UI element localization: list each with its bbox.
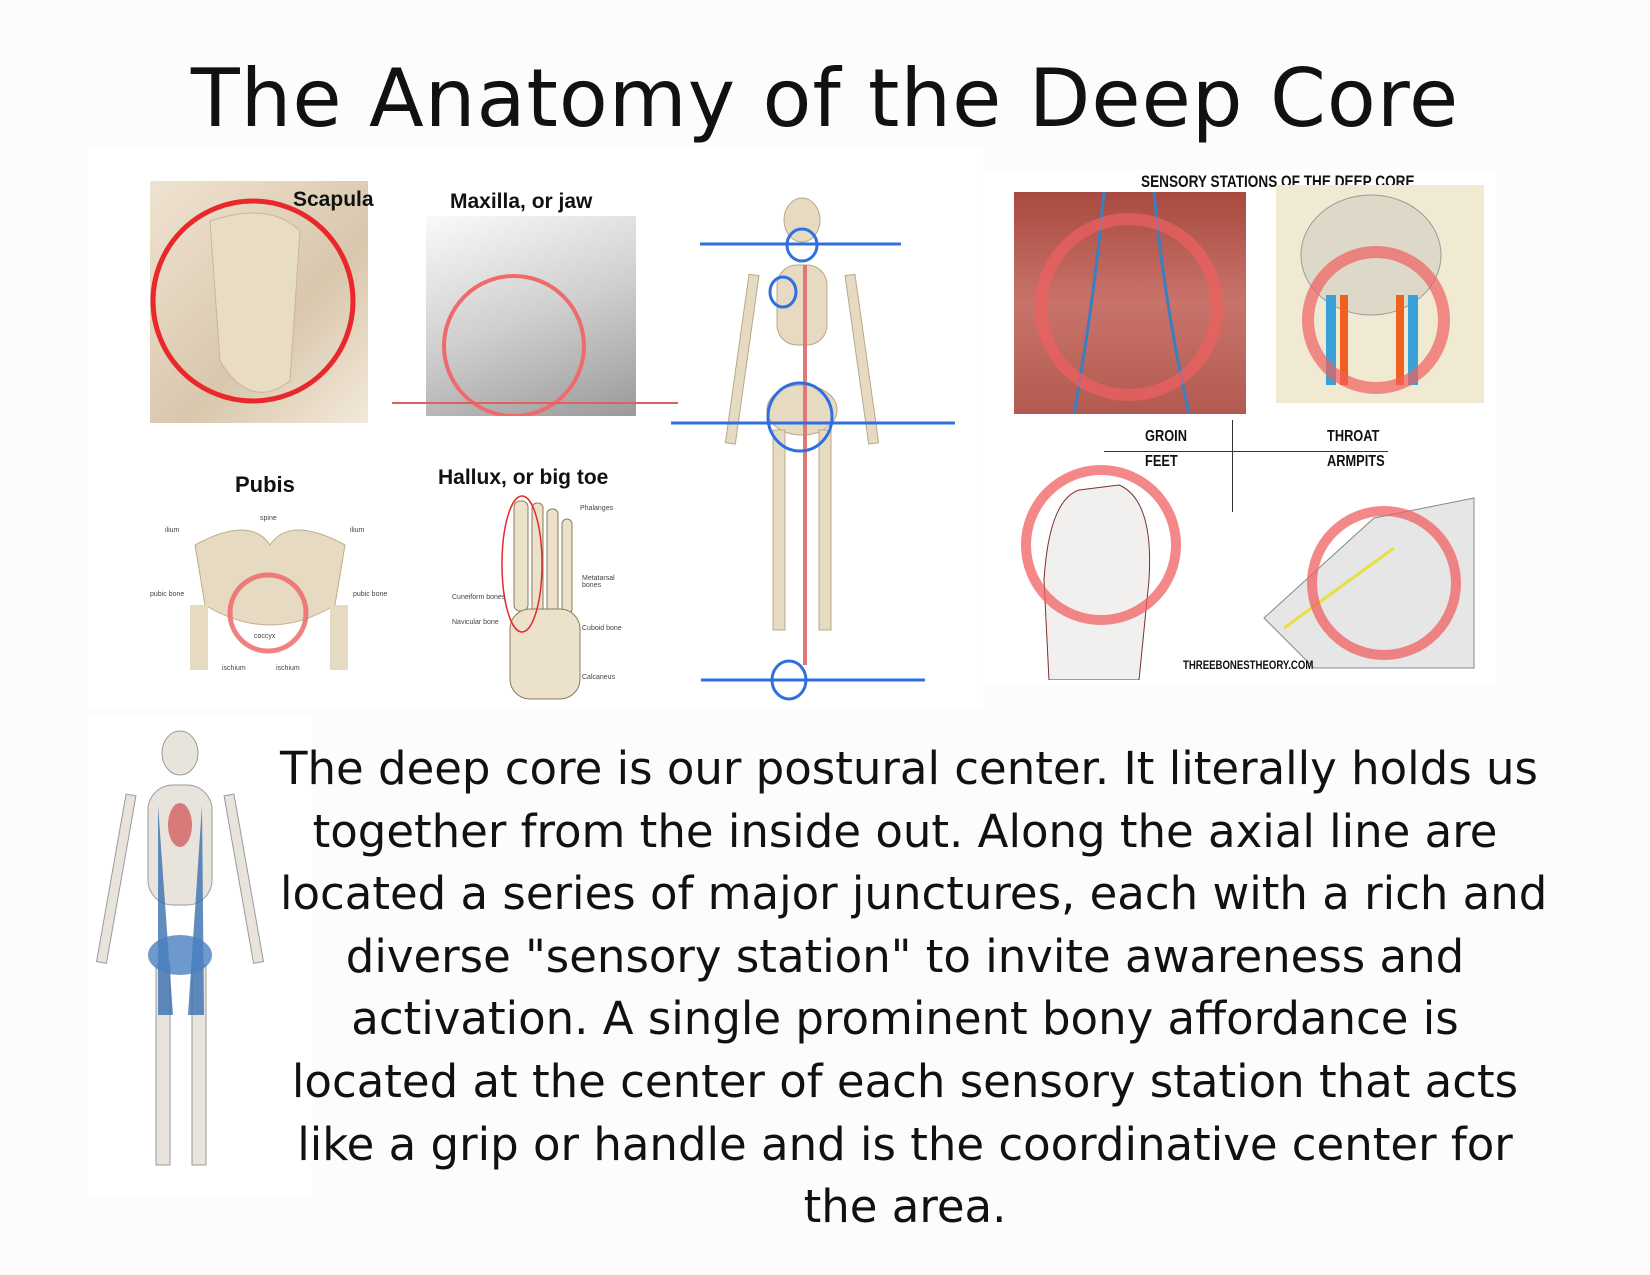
annotation-ilium-right: ilium bbox=[350, 527, 365, 534]
skeleton-axis-diagram bbox=[671, 197, 955, 701]
pubis-image: spine ilium ilium pubic bone pubic bone … bbox=[150, 505, 390, 675]
description-paragraph: The deep core is our postural center. It… bbox=[280, 738, 1548, 1239]
sensory-stations-panel: SENSORY STATIONS OF THE DEEP CORE GROIN … bbox=[984, 170, 1496, 684]
paragraph-line: located at the center of each sensory st… bbox=[291, 1054, 1519, 1108]
annotation-cuneiform: Cuneiform bones bbox=[452, 594, 506, 601]
annotation-pubic-bone-right: pubic bone bbox=[353, 591, 388, 598]
feet-image bbox=[1019, 460, 1184, 681]
annotation-metatarsal: Metatarsal bones bbox=[582, 575, 615, 589]
annotation-spine: spine bbox=[260, 515, 277, 522]
armpits-image bbox=[1254, 488, 1484, 678]
throat-image bbox=[1276, 185, 1484, 403]
annotation-phalanges: Phalanges bbox=[580, 505, 614, 512]
annotation-navicular: Navicular bone bbox=[452, 619, 499, 626]
paragraph-line: located a series of major junctures, eac… bbox=[280, 867, 1548, 921]
quadrant-divider-vertical bbox=[1232, 420, 1233, 512]
annotation-ischium-left: ischium bbox=[222, 665, 246, 672]
paragraph-line: together from the inside out. Along the … bbox=[312, 804, 1498, 858]
page-title: The Anatomy of the Deep Core bbox=[190, 52, 1460, 145]
scapula-image bbox=[150, 181, 368, 423]
quadrant-label-feet: FEET bbox=[1145, 453, 1178, 470]
muscle-skeleton-illustration bbox=[95, 730, 265, 1166]
quadrant-label-armpits: ARMPITS bbox=[1327, 453, 1385, 470]
quadrant-label-throat: THROAT bbox=[1327, 428, 1380, 445]
highlight-circle bbox=[150, 198, 356, 404]
maxilla-image bbox=[426, 216, 636, 418]
annotation-coccyx: coccyx bbox=[254, 633, 276, 640]
groin-illustration bbox=[1035, 191, 1223, 415]
paragraph-line: the area. bbox=[803, 1180, 1007, 1234]
armpits-illustration bbox=[1263, 497, 1475, 669]
annotation-pubic-bone-left: pubic bone bbox=[150, 591, 185, 598]
scapula-illustration bbox=[150, 198, 356, 404]
highlight-circle bbox=[442, 274, 586, 418]
quadrant-divider-horizontal bbox=[1104, 451, 1388, 452]
maxilla-label: Maxilla, or jaw bbox=[450, 190, 593, 213]
paragraph-line: like a grip or handle and is the coordin… bbox=[297, 1117, 1513, 1171]
groin-image bbox=[1014, 191, 1246, 415]
paragraph-line: activation. A single prominent bony affo… bbox=[351, 992, 1459, 1046]
annotation-ilium-left: ilium bbox=[165, 527, 180, 534]
annotation-cuboid: Cuboid bone bbox=[582, 625, 622, 632]
credit-text: THREEBONESTHEORY.COM bbox=[1183, 658, 1314, 672]
jaw-line bbox=[392, 402, 678, 404]
hallux-label: Hallux, or big toe bbox=[438, 466, 609, 489]
paragraph-line: The deep core is our postural center. It… bbox=[280, 742, 1538, 795]
deep-core-muscles-figure bbox=[88, 715, 312, 1196]
hallux-image: Phalanges Metatarsal bones Cuneiform bon… bbox=[452, 489, 622, 704]
quadrant-label-groin: GROIN bbox=[1145, 428, 1187, 445]
scapula-label: Scapula bbox=[293, 188, 374, 211]
foot-bones-illustration bbox=[501, 495, 581, 700]
annotation-ischium-right: ischium bbox=[276, 665, 300, 672]
throat-illustration bbox=[1300, 194, 1450, 394]
paragraph-line: diverse "sensory station" to invite awar… bbox=[345, 929, 1465, 983]
pelvis-illustration bbox=[190, 529, 348, 670]
skull-illustration bbox=[442, 274, 586, 418]
annotation-calcaneus: Calcaneus bbox=[582, 674, 616, 681]
feet-illustration bbox=[1021, 465, 1181, 681]
pubis-label: Pubis bbox=[235, 472, 295, 497]
